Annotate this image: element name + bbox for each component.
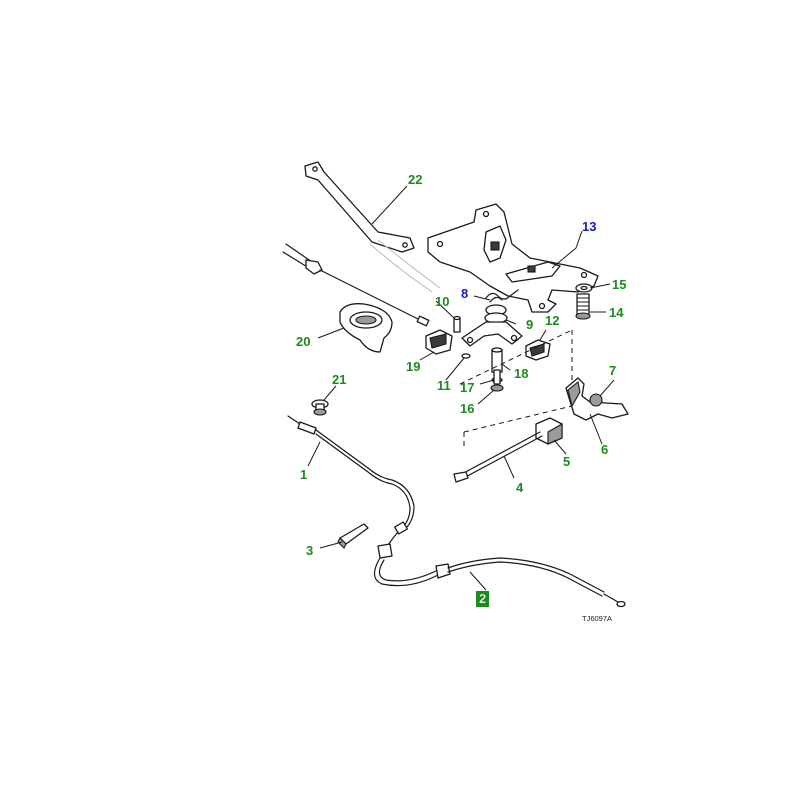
part-20-grommet xyxy=(339,303,393,353)
callout-6[interactable]: 6 xyxy=(601,442,608,457)
bush-shade xyxy=(529,343,545,357)
part-14-bolt xyxy=(575,293,591,320)
callout-2[interactable]: 2 xyxy=(479,591,487,606)
callout-1[interactable]: 1 xyxy=(300,467,307,482)
callout-14[interactable]: 14 xyxy=(609,305,624,320)
callout-8[interactable]: 8 xyxy=(461,286,468,301)
callout-2-highlight xyxy=(476,591,489,607)
part-8-spring xyxy=(485,289,519,303)
callout-5[interactable]: 5 xyxy=(563,454,570,469)
part-3-clip xyxy=(337,523,369,549)
callout-4[interactable]: 4 xyxy=(516,480,524,495)
part-13-base-plate xyxy=(427,203,599,313)
callout-12[interactable]: 12 xyxy=(545,313,559,328)
callout-20[interactable]: 20 xyxy=(296,334,310,349)
callout-22[interactable]: 22 xyxy=(408,172,422,187)
part-4-selector-rod xyxy=(453,431,543,483)
callout-18[interactable]: 18 xyxy=(514,366,528,381)
part-16-bolt xyxy=(490,369,504,392)
part-5-block xyxy=(535,417,563,445)
callout-17[interactable]: 17 xyxy=(460,380,474,395)
callout-16[interactable]: 16 xyxy=(460,401,474,416)
callout-21[interactable]: 21 xyxy=(332,372,346,387)
part-11-clip xyxy=(461,353,471,359)
callout-13[interactable]: 13 xyxy=(582,219,596,234)
callout-19[interactable]: 19 xyxy=(406,359,420,374)
drawing-reference: TJ6097A xyxy=(582,614,612,623)
leader-lines xyxy=(307,185,615,591)
selector-cable-upper xyxy=(282,243,430,327)
assembly-line xyxy=(463,405,573,433)
callout-10[interactable]: 10 xyxy=(435,294,449,309)
washer-hole xyxy=(580,285,588,291)
part-21-screw xyxy=(311,399,329,416)
callout-11[interactable]: 11 xyxy=(437,378,451,393)
callout-3[interactable]: 3 xyxy=(306,543,313,558)
callout-7[interactable]: 7 xyxy=(609,363,616,378)
part-1-cable xyxy=(287,415,415,535)
callout-15[interactable]: 15 xyxy=(612,277,626,292)
guide-line xyxy=(369,243,433,293)
part-9-lever-bracket xyxy=(461,304,523,347)
bush-shade xyxy=(429,333,447,349)
part-10-pin xyxy=(453,315,461,333)
assembly-line xyxy=(459,329,573,385)
part-6-selector-fork xyxy=(565,377,629,421)
part-2-cable xyxy=(373,531,626,608)
guide-line xyxy=(377,239,441,289)
callout-9[interactable]: 9 xyxy=(526,317,533,332)
part-22-bracket-strap xyxy=(304,161,415,253)
part-7-nut xyxy=(589,393,603,407)
